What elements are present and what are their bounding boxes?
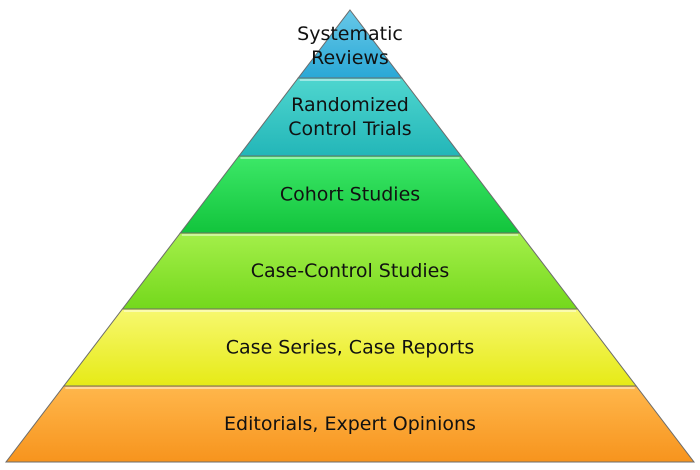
tier-label-line: Cohort Studies <box>280 184 420 206</box>
tiers-layer <box>4 9 696 463</box>
tier-label-line: Randomized <box>291 94 409 116</box>
pyramid-tier-2 <box>237 77 463 157</box>
tier-label-5: Case Series, Case Reports <box>226 337 474 359</box>
tier-label-line: Editorials, Expert Opinions <box>224 413 476 435</box>
tier-label-line: Case Series, Case Reports <box>226 337 474 359</box>
tier-label-3: Cohort Studies <box>280 184 420 206</box>
tier-label-line: Reviews <box>311 47 389 69</box>
pyramid-tier-6 <box>4 385 696 463</box>
tier-label-line: Case-Control Studies <box>251 260 450 282</box>
tier-label-line: Control Trials <box>288 118 411 140</box>
tier-label-line: Systematic <box>297 23 403 45</box>
tier-label-6: Editorials, Expert Opinions <box>224 413 476 435</box>
tier-label-4: Case-Control Studies <box>251 260 450 282</box>
